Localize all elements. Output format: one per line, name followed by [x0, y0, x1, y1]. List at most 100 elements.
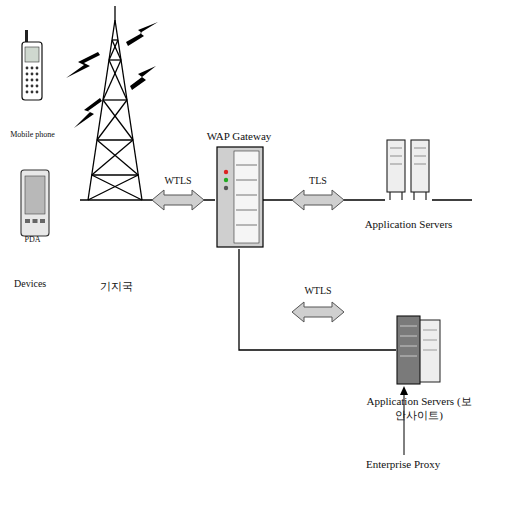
- gateway-server-icon: [217, 147, 263, 247]
- node-label: PDA: [5, 235, 60, 245]
- server-bay: [423, 330, 437, 331]
- server-bay: [400, 356, 417, 357]
- phone-key: [31, 91, 34, 94]
- tower-mast: [114, 6, 115, 20]
- tower-brace: [92, 174, 139, 175]
- phone-key: [36, 73, 39, 76]
- ground-line: [80, 199, 150, 200]
- tower-brace: [92, 175, 142, 200]
- base-station-node: 기지국: [82, 15, 150, 200]
- device-node: Mobile phone: [5, 28, 60, 140]
- gateway-bay: [236, 165, 257, 166]
- phone-key: [36, 85, 39, 88]
- ground-line: [432, 199, 472, 200]
- tower-brace: [97, 140, 138, 175]
- tower-brace: [109, 59, 121, 60]
- pda-body: [21, 170, 49, 236]
- server-bay: [400, 326, 417, 327]
- gateway-bay: [236, 225, 257, 226]
- node-label-group: Application Servers: [349, 218, 469, 232]
- phone-keypad: [26, 67, 39, 94]
- tower-brace: [103, 99, 127, 100]
- server-unit: [419, 320, 440, 382]
- phone-screen: [25, 47, 39, 62]
- gateway-bay: [236, 210, 257, 211]
- pda-button: [25, 219, 30, 223]
- phone-key: [31, 67, 34, 70]
- node-label-group: Application Servers (보안사이트): [364, 395, 474, 423]
- phone-key: [36, 79, 39, 82]
- link-connector: [263, 190, 385, 210]
- server-bay: [414, 156, 426, 157]
- connector-line: [263, 199, 385, 200]
- gateway-node: WAP Gateway: [215, 147, 263, 249]
- callout-label: Enterprise Proxy: [366, 458, 440, 471]
- device-node: PDA: [5, 165, 60, 245]
- pda-icon: [21, 170, 49, 236]
- server-bays: [423, 330, 437, 350]
- edge-label: TLS: [278, 175, 358, 187]
- tower-brace: [88, 175, 138, 200]
- phone-key: [26, 91, 29, 94]
- phone-key: [26, 73, 29, 76]
- gateway-bays: [236, 165, 257, 225]
- phone-key: [36, 67, 39, 70]
- signal-bolt: [130, 66, 156, 90]
- server-foot: [425, 192, 426, 200]
- tower-brace: [103, 100, 133, 140]
- tower-brace: [97, 100, 127, 140]
- phone-key: [36, 91, 39, 94]
- protocol-block-arrow: [292, 302, 344, 322]
- pda-screen: [25, 176, 45, 214]
- pda-button: [40, 219, 45, 223]
- phone-body: [22, 42, 42, 100]
- phone-key: [26, 79, 29, 82]
- server-bays: [400, 326, 417, 356]
- protocol-block-arrow: [292, 190, 344, 210]
- phone-key: [26, 67, 29, 70]
- node-label: Mobile phone: [5, 130, 60, 140]
- server-node: Application Servers (보안사이트): [396, 313, 442, 385]
- gateway-bay: [236, 180, 257, 181]
- link-connector: [150, 190, 215, 210]
- phone-key: [31, 79, 34, 82]
- server-tower: [411, 140, 429, 192]
- server-bay: [423, 340, 437, 341]
- server-foot: [401, 192, 402, 200]
- gateway-led: [224, 186, 228, 190]
- server-tower: [387, 140, 405, 192]
- gateway-led: [224, 170, 228, 174]
- gateway-led: [224, 178, 228, 182]
- server-unit: [397, 316, 420, 384]
- pda-button: [33, 219, 38, 223]
- phone-key: [31, 73, 34, 76]
- edge-label: WTLS: [278, 285, 358, 297]
- server-bay: [400, 346, 417, 347]
- application-servers-icon: [387, 140, 429, 200]
- connector-line: [239, 249, 396, 350]
- enterprise-server-icon: [397, 316, 440, 384]
- node-label-group: PDA: [5, 235, 60, 245]
- edge-label: WTLS: [138, 175, 218, 187]
- signal-bolt: [66, 52, 100, 78]
- server-foot: [389, 192, 390, 200]
- group-label: Devices: [14, 278, 46, 290]
- node-label-group: Mobile phone: [5, 130, 60, 140]
- phone-key: [31, 85, 34, 88]
- gateway-panel: [234, 151, 259, 243]
- node-label-group: 기지국: [71, 280, 161, 294]
- phone-key: [26, 85, 29, 88]
- server-bays: [390, 148, 426, 164]
- connector-line: [150, 199, 215, 200]
- server-foot: [413, 192, 414, 200]
- tower-brace: [92, 140, 133, 175]
- node-label: 기지국: [71, 280, 161, 294]
- server-bay: [390, 164, 402, 165]
- node-label: Application Servers: [349, 218, 469, 232]
- tower-brace: [103, 60, 121, 100]
- gateway-bay: [236, 195, 257, 196]
- protocol-block-arrow: [152, 190, 204, 210]
